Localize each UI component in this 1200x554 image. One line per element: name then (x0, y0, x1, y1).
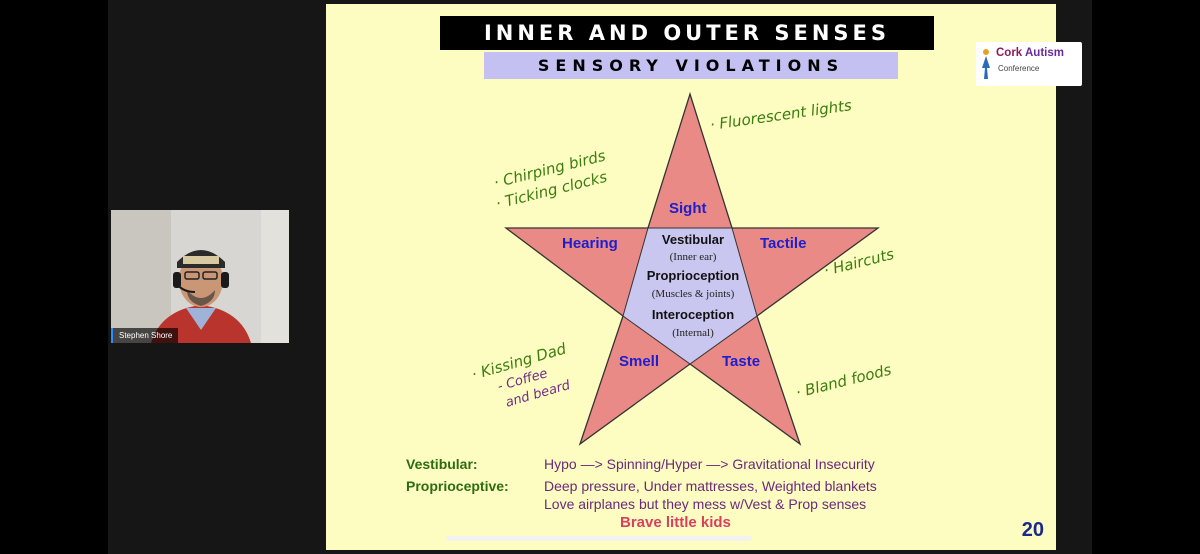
bottom-vestibular-key: Vestibular: (406, 456, 478, 472)
center-label-interoception: Interoception (651, 307, 735, 322)
center-note-interoception: (Internal) (672, 327, 714, 339)
star-label-sight: Sight (669, 200, 707, 217)
shared-slide: INNER AND OUTER SENSES SENSORY VIOLATION… (326, 4, 1082, 550)
slide-title: INNER AND OUTER SENSES (440, 16, 934, 50)
center-pentagon (622, 227, 758, 365)
left-letterbox (0, 0, 108, 554)
star-label-smell: Smell (619, 353, 660, 370)
participant-video-feed (111, 210, 289, 343)
center-note-proprioception: (Muscles & joints) (651, 288, 735, 300)
star-label-tactile: Tactile (760, 235, 807, 252)
bottom-proprioceptive-key: Proprioceptive: (406, 478, 509, 494)
center-label-vestibular: Vestibular (661, 232, 725, 247)
slide-subtitle: SENSORY VIOLATIONS (484, 52, 898, 79)
bottom-brave-kids: Brave little kids (620, 514, 731, 531)
star-label-taste: Taste (722, 353, 761, 370)
center-label-proprioception: Proprioception (646, 268, 740, 283)
bottom-proprioceptive-text-1: Deep pressure, Under mattresses, Weighte… (544, 478, 877, 494)
right-letterbox (1092, 0, 1200, 554)
cork-autism-logo: Cork Autism Conference (976, 42, 1082, 86)
logo-title: Cork Autism (996, 47, 1064, 59)
slide-page-number: 20 (1021, 519, 1044, 541)
center-note-vestibular: (Inner ear) (669, 251, 717, 263)
senses-star-diagram (504, 91, 880, 446)
star-label-hearing: Hearing (562, 235, 618, 252)
bottom-vestibular-text: Hypo —> Spinning/Hyper —> Gravitational … (544, 456, 875, 472)
bottom-proprioceptive-text-2: Love airplanes but they mess w/Vest & Pr… (544, 496, 867, 512)
logo-figure-icon (982, 49, 990, 79)
participant-video-tile[interactable]: Stephen Shore (111, 210, 289, 343)
home-indicator-bar[interactable] (446, 536, 752, 541)
logo-subtitle: Conference (998, 64, 1040, 73)
participant-name-label: Stephen Shore (111, 328, 179, 343)
